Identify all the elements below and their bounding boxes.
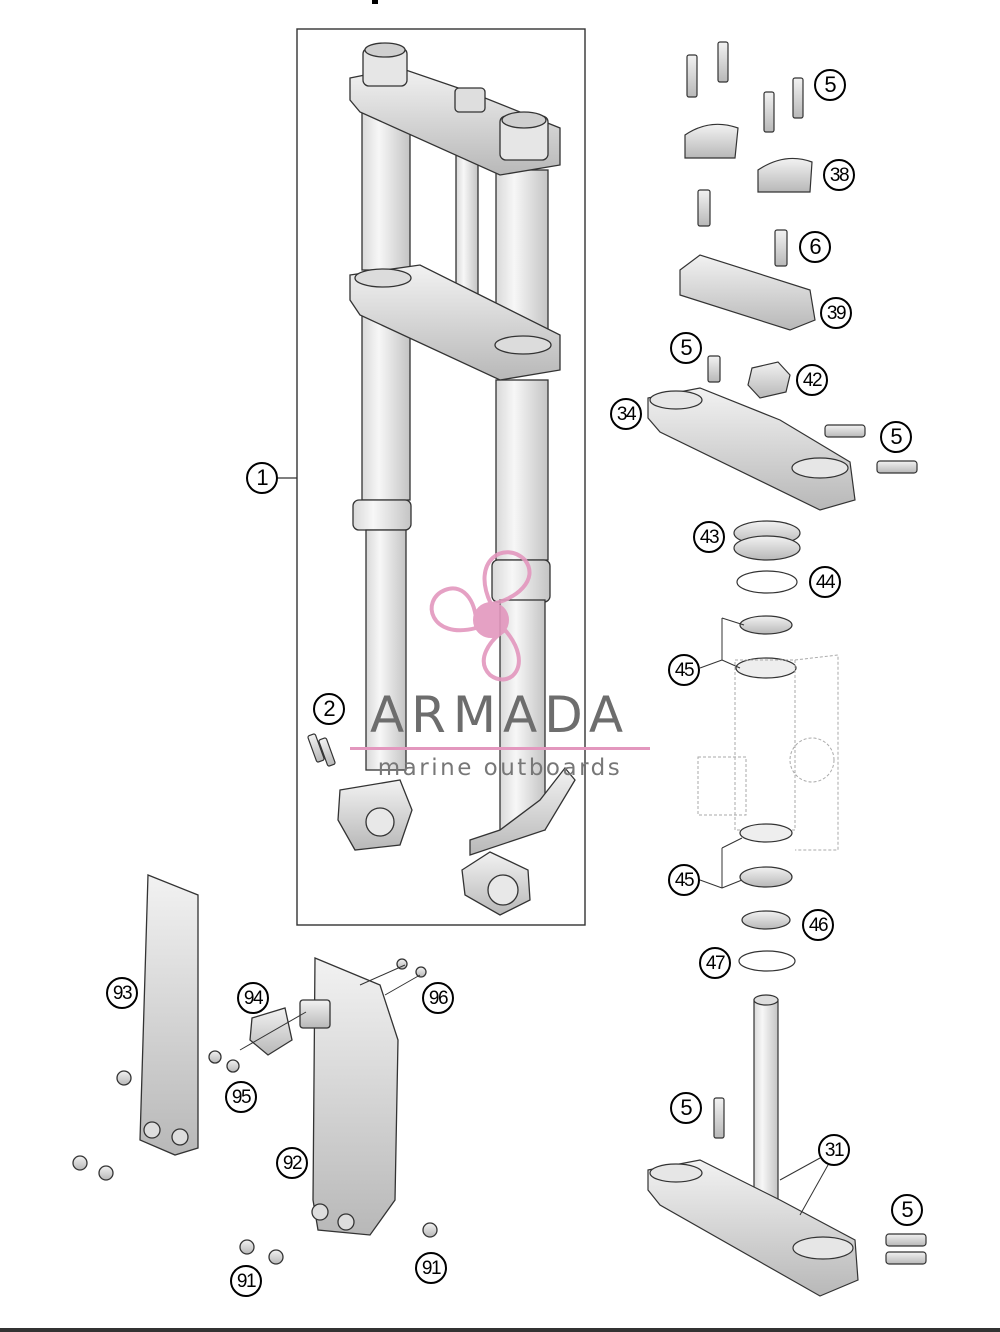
callout-6: 6 (799, 231, 831, 263)
callout-5-a: 5 (814, 69, 846, 101)
callout-91-a: 91 (230, 1265, 262, 1297)
callout-31: 31 (818, 1134, 850, 1166)
front-fork-assembly (337, 42, 576, 916)
callout-2: 2 (313, 693, 345, 725)
callout-91-b: 91 (415, 1252, 447, 1284)
watermark-logo (429, 550, 532, 682)
callout-93: 93 (106, 977, 138, 1009)
callout-38: 38 (823, 159, 855, 191)
callout-5-b: 5 (670, 332, 702, 364)
callout-94: 94 (237, 982, 269, 1014)
watermark-rule (350, 747, 650, 750)
callout-44: 44 (809, 566, 841, 598)
leader-lines (239, 617, 829, 1216)
callout-96: 96 (422, 982, 454, 1014)
callout-46: 46 (802, 909, 834, 941)
callout-43: 43 (693, 521, 725, 553)
callout-5-c: 5 (880, 421, 912, 453)
bottom-border (0, 1328, 1000, 1332)
fork-assembly-frame (296, 28, 586, 926)
handlebar-hardware (647, 41, 918, 679)
fork-bleed-screws (307, 733, 336, 767)
frame-steering-head-outline (697, 654, 839, 851)
callout-45-a: 45 (668, 654, 700, 686)
callout-39: 39 (820, 297, 852, 329)
callout-34: 34 (610, 398, 642, 430)
watermark-brand: ARMADA (369, 686, 631, 744)
callout-42: 42 (796, 364, 828, 396)
callout-95: 95 (225, 1081, 257, 1113)
callout-5-d: 5 (670, 1092, 702, 1124)
callout-92: 92 (276, 1147, 308, 1179)
callout-45-b: 45 (668, 864, 700, 896)
fork-guards (72, 874, 438, 1265)
callout-5-e: 5 (891, 1194, 923, 1226)
callout-47: 47 (699, 947, 731, 979)
callout-1: 1 (246, 462, 278, 494)
watermark-tagline: marine outboards (377, 755, 623, 781)
lower-bearing-hardware (647, 823, 927, 1297)
